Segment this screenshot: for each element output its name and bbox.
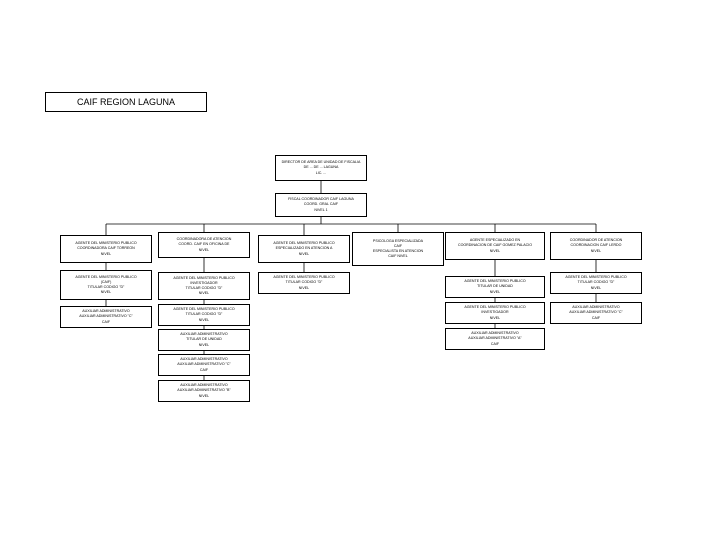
- node-text-line: AGENTE DEL MINISTERIO PUBLICO: [565, 275, 627, 280]
- node-text-line: AUXILIAR ADMINISTRATIVO: [180, 332, 228, 337]
- node-text-line: AGENTE DEL MINISTERIO PUBLICO: [464, 305, 526, 310]
- node-text-line: NIVEL: [590, 248, 602, 253]
- node-text-line: AGENTE DEL MINISTERIO PUBLICO: [75, 274, 137, 279]
- node-text-line: CAIF: [393, 243, 403, 248]
- node-text-line: NIVEL: [298, 285, 310, 290]
- node-text-line: TITULAR CODIGO "D": [185, 312, 223, 317]
- node-text-line: NIVEL: [198, 393, 210, 398]
- node-text-line: AUXILIAR ADMINISTRATIVO "C": [569, 310, 623, 315]
- node-text-line: CAIF: [199, 367, 209, 372]
- node-text-line: NIVEL 1: [314, 207, 328, 212]
- node-text-line: AUXILIAR ADMINISTRATIVO "A": [468, 336, 522, 341]
- node-text-line: LIC. ...: [315, 170, 327, 175]
- node-text-line: TITULAR DE UNIDAD: [477, 284, 513, 289]
- node-text-line: NIVEL: [489, 289, 501, 294]
- node-text-line: COORD. GRAL CAIF: [303, 202, 339, 207]
- node-text-line: COORDINADORA CAIF TORREON: [77, 246, 135, 251]
- node-text-line: FISCAL COORDINADOR CAIF LAGUNA: [288, 197, 354, 202]
- node-text-line: CAIF: [591, 315, 601, 320]
- node-text-line: CAIF: [490, 341, 500, 346]
- node-text-line: ESPECIALISTA EN ATENCION: [372, 249, 424, 253]
- node-text-line: TITULAR DE UNIDAD: [186, 337, 222, 342]
- node-text-line: AGENTE ESPECIALIZADO EN: [469, 238, 521, 243]
- node-text-line: AUXILIAR ADMINISTRATIVO: [572, 305, 620, 310]
- node-text-line: NIVEL: [198, 291, 210, 296]
- node-text-line: AUXILIAR ADMINISTRATIVO: [471, 331, 519, 336]
- node-text-line: PSICOLOGA ESPECIALIZADA: [372, 238, 424, 243]
- node-text-line: CAIF NIVEL: [388, 254, 408, 259]
- node-text-line: AUXILIAR ADMINISTRATIVO "B": [177, 388, 231, 393]
- node-text-line: NIVEL: [198, 317, 210, 322]
- node-text-line: NIVEL: [590, 285, 602, 290]
- node-text-line: AUXILIAR ADMINISTRATIVO: [82, 309, 130, 314]
- node-text-line: COORD. CAIF EN OFICINA DE: [178, 242, 230, 247]
- node-text-line: AGENTE DEL MINISTERIO PUBLICO: [75, 241, 137, 246]
- node-text-line: DIRECTOR DE AREA DE UNIDAD DE FISCALIA: [281, 160, 361, 165]
- node-text-line: NIVEL: [100, 290, 112, 295]
- node-text-line: COORDINACION DE CAIF GOMEZ PALACIO: [457, 243, 532, 248]
- node-text-line: COORDINADORA DE ATENCION: [176, 237, 232, 242]
- node-text-line: TITULAR CODIGO "D": [285, 280, 323, 285]
- chart-title: CAIF REGION LAGUNA: [45, 92, 207, 112]
- node-text-line: AGENTE DEL MINISTERIO PUBLICO: [273, 275, 335, 280]
- node-text-line: AGENTE DEL MINISTERIO PUBLICO: [173, 275, 235, 280]
- node-text-line: NIVEL: [100, 251, 112, 256]
- node-text-line: INVESTIGADOR: [481, 310, 509, 315]
- node-text-line: NIVEL: [298, 251, 310, 256]
- node-text-line: CAIF: [101, 319, 111, 324]
- node-text-line: NIVEL: [198, 342, 210, 347]
- node-text-line: AUXILIAR ADMINISTRATIVO "C": [79, 314, 133, 319]
- node-text-line: AGENTE DEL MINISTERIO PUBLICO: [273, 241, 335, 246]
- node-text-line: AUXILIAR ADMINISTRATIVO: [180, 357, 228, 362]
- node-text-line: AUXILIAR ADMINISTRATIVO: [180, 383, 228, 388]
- node-text-line: ESPECIALIZADO EN ATENCION A: [275, 246, 333, 251]
- node-text-line: TITULAR CODIGO "D": [185, 286, 223, 290]
- node-text-line: AUXILIAR ADMINISTRATIVO "C": [177, 362, 231, 367]
- node-text-line: NIVEL: [489, 315, 501, 320]
- node-text-line: TITULAR CODIGO "D": [87, 285, 125, 289]
- node-text-line: NIVEL: [489, 248, 501, 253]
- node-column-1-item-1: AGENTE DEL MINISTERIO PUBLICO(CAIF)TITUL…: [60, 270, 152, 300]
- node-text-line: NIVEL: [198, 247, 210, 252]
- node-text-line: DE ... DE ... LAGUNA: [303, 165, 339, 170]
- node-text-line: COORDINADOR DE ATENCION: [569, 238, 623, 243]
- node-text-line: AGENTE DEL MINISTERIO PUBLICO: [464, 279, 526, 284]
- node-text-line: AGENTE DEL MINISTERIO PUBLICO: [173, 307, 235, 312]
- node-text-line: COORDINACION CAIF LERDO: [570, 243, 622, 248]
- node-text-line: (CAIF): [100, 279, 112, 284]
- node-text-line: INVESTIGADOR: [190, 280, 218, 285]
- node-text-line: TITULAR CODIGO "D": [577, 280, 615, 285]
